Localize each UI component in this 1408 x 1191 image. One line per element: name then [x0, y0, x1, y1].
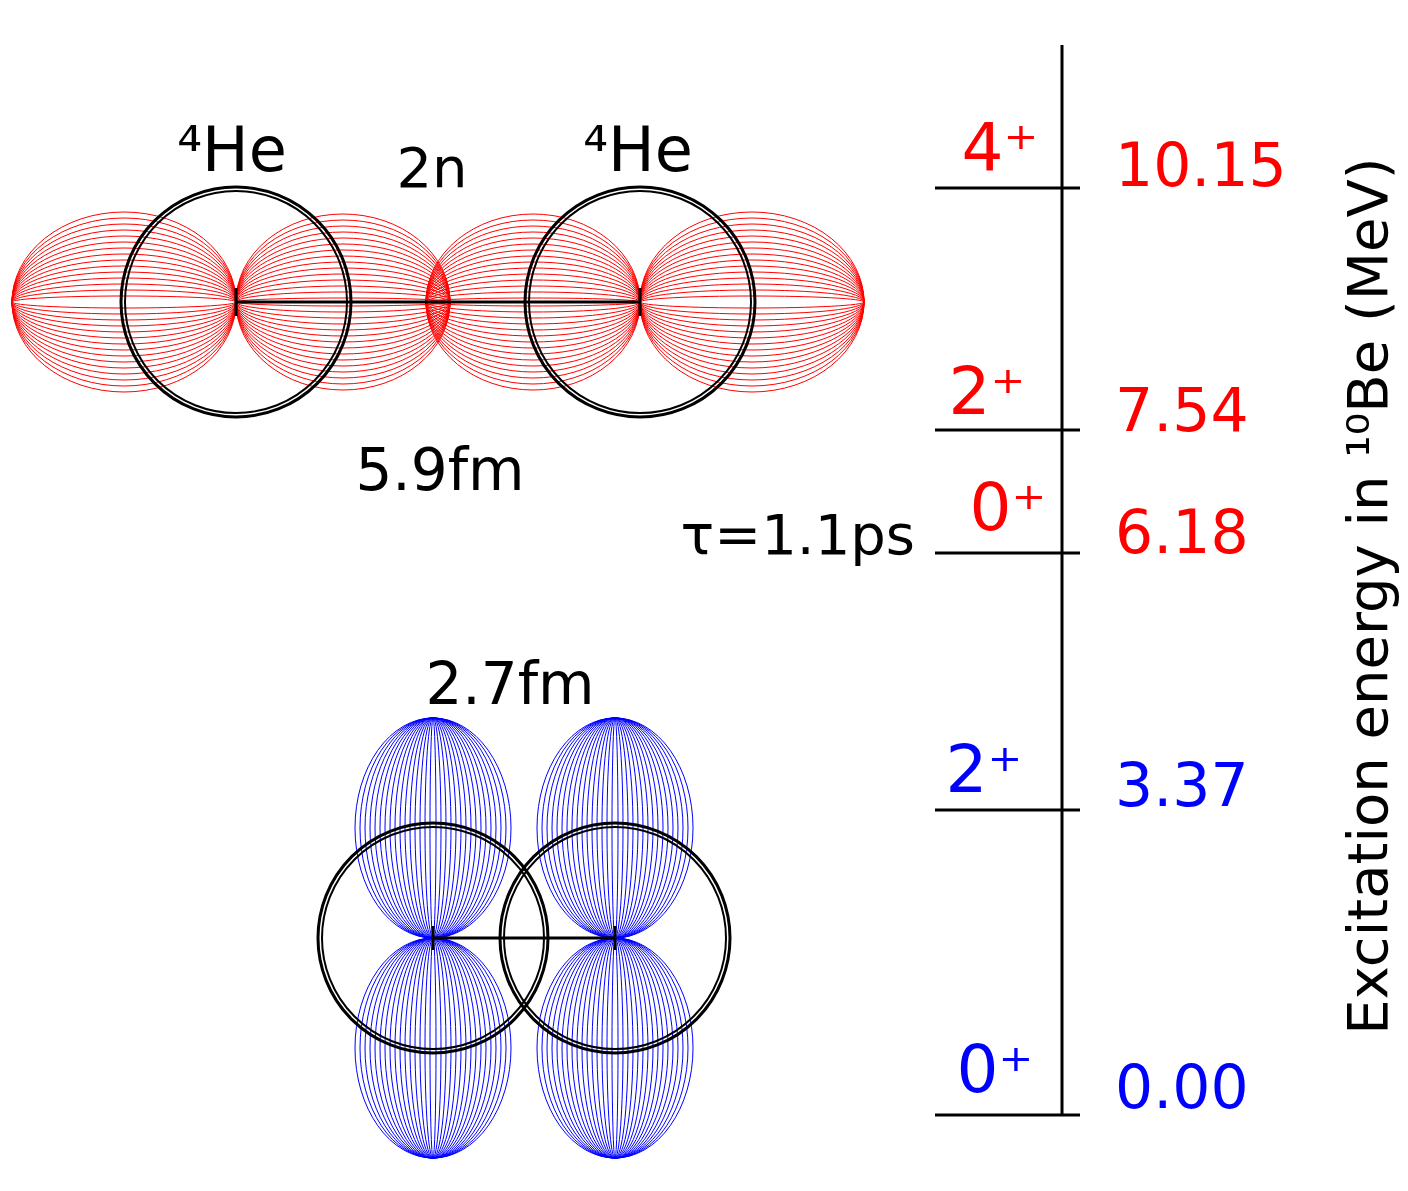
distance-line	[433, 937, 615, 940]
level-line	[935, 809, 1080, 812]
nucleus-label: ⁴He	[583, 119, 693, 181]
orbital-lobes	[12, 212, 864, 1158]
level-line	[935, 187, 1080, 190]
energy-axis	[1061, 45, 1064, 1115]
tick	[639, 288, 642, 316]
spin-parity: 0⁺	[970, 475, 1047, 541]
neutron-label: 2n	[396, 140, 467, 196]
level-line	[935, 429, 1080, 432]
spin-parity: 0⁺	[957, 1037, 1034, 1103]
spin-parity: 2⁺	[949, 359, 1026, 425]
level-line	[935, 552, 1080, 555]
tick	[235, 288, 238, 316]
nucleus-label: ⁴He	[177, 119, 287, 181]
distance-line	[236, 301, 640, 304]
axis-title: Excitation energy in ¹⁰Be (MeV)	[1340, 157, 1396, 1034]
spin-parity: 4⁺	[962, 115, 1039, 181]
energy-value: 7.54	[1115, 380, 1249, 440]
energy-value: 10.15	[1115, 135, 1287, 195]
energy-value: 6.18	[1115, 502, 1249, 562]
tick	[432, 926, 435, 950]
energy-value: 0.00	[1115, 1057, 1249, 1117]
energy-value: 3.37	[1115, 755, 1249, 815]
level-line	[935, 1114, 1080, 1117]
distance-label: 2.7fm	[425, 655, 594, 713]
distance-label: 5.9fm	[355, 441, 524, 499]
lifetime-label: τ=1.1ps	[681, 507, 915, 563]
level-scheme	[935, 45, 1080, 1115]
alpha-clusters	[121, 187, 755, 1053]
spin-parity: 2⁺	[946, 737, 1023, 803]
tick	[614, 926, 617, 950]
